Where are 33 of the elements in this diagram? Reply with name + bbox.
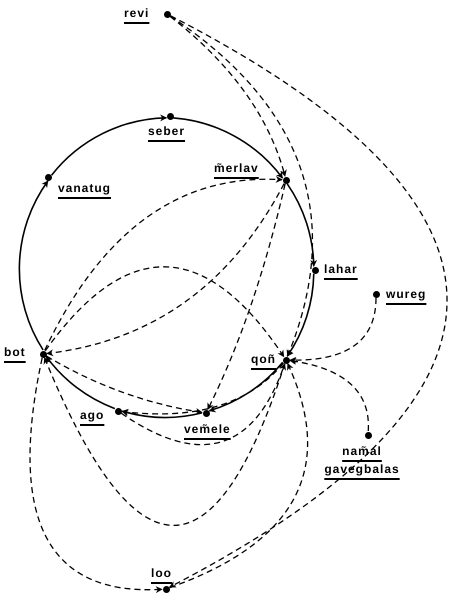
point-label: m̃erlav xyxy=(214,160,259,177)
point-label: seber xyxy=(148,123,186,140)
arrow xyxy=(44,266,284,358)
point-label: wureg xyxy=(386,286,426,303)
arrow xyxy=(173,117,284,179)
arrow xyxy=(207,184,286,410)
arrow xyxy=(120,363,286,446)
point-label: loo xyxy=(151,565,172,582)
point-label: revi xyxy=(124,5,150,22)
arrow xyxy=(170,362,308,588)
point-label: nam̃al gavegbalas xyxy=(323,443,401,478)
arrow xyxy=(18,180,49,350)
point-label: qoñ xyxy=(251,351,276,368)
point-label: lahar xyxy=(324,261,358,278)
arrow xyxy=(170,16,287,177)
point-label: vem̃ele xyxy=(184,421,231,438)
arrow xyxy=(30,358,163,593)
arrow xyxy=(289,358,369,432)
point-label: ago xyxy=(80,407,104,424)
arrow xyxy=(44,357,286,526)
arrow xyxy=(46,356,116,410)
arrow xyxy=(286,183,317,267)
point-label: bot xyxy=(4,344,26,361)
arrow xyxy=(168,15,448,588)
arrow xyxy=(121,409,202,418)
arrow xyxy=(121,362,284,416)
arrow xyxy=(50,114,168,176)
arrow xyxy=(46,355,203,415)
arrow xyxy=(289,298,377,364)
point-label: vanatug xyxy=(58,180,112,197)
arrow xyxy=(170,16,313,357)
arrow xyxy=(208,362,284,412)
arrow xyxy=(286,274,315,357)
